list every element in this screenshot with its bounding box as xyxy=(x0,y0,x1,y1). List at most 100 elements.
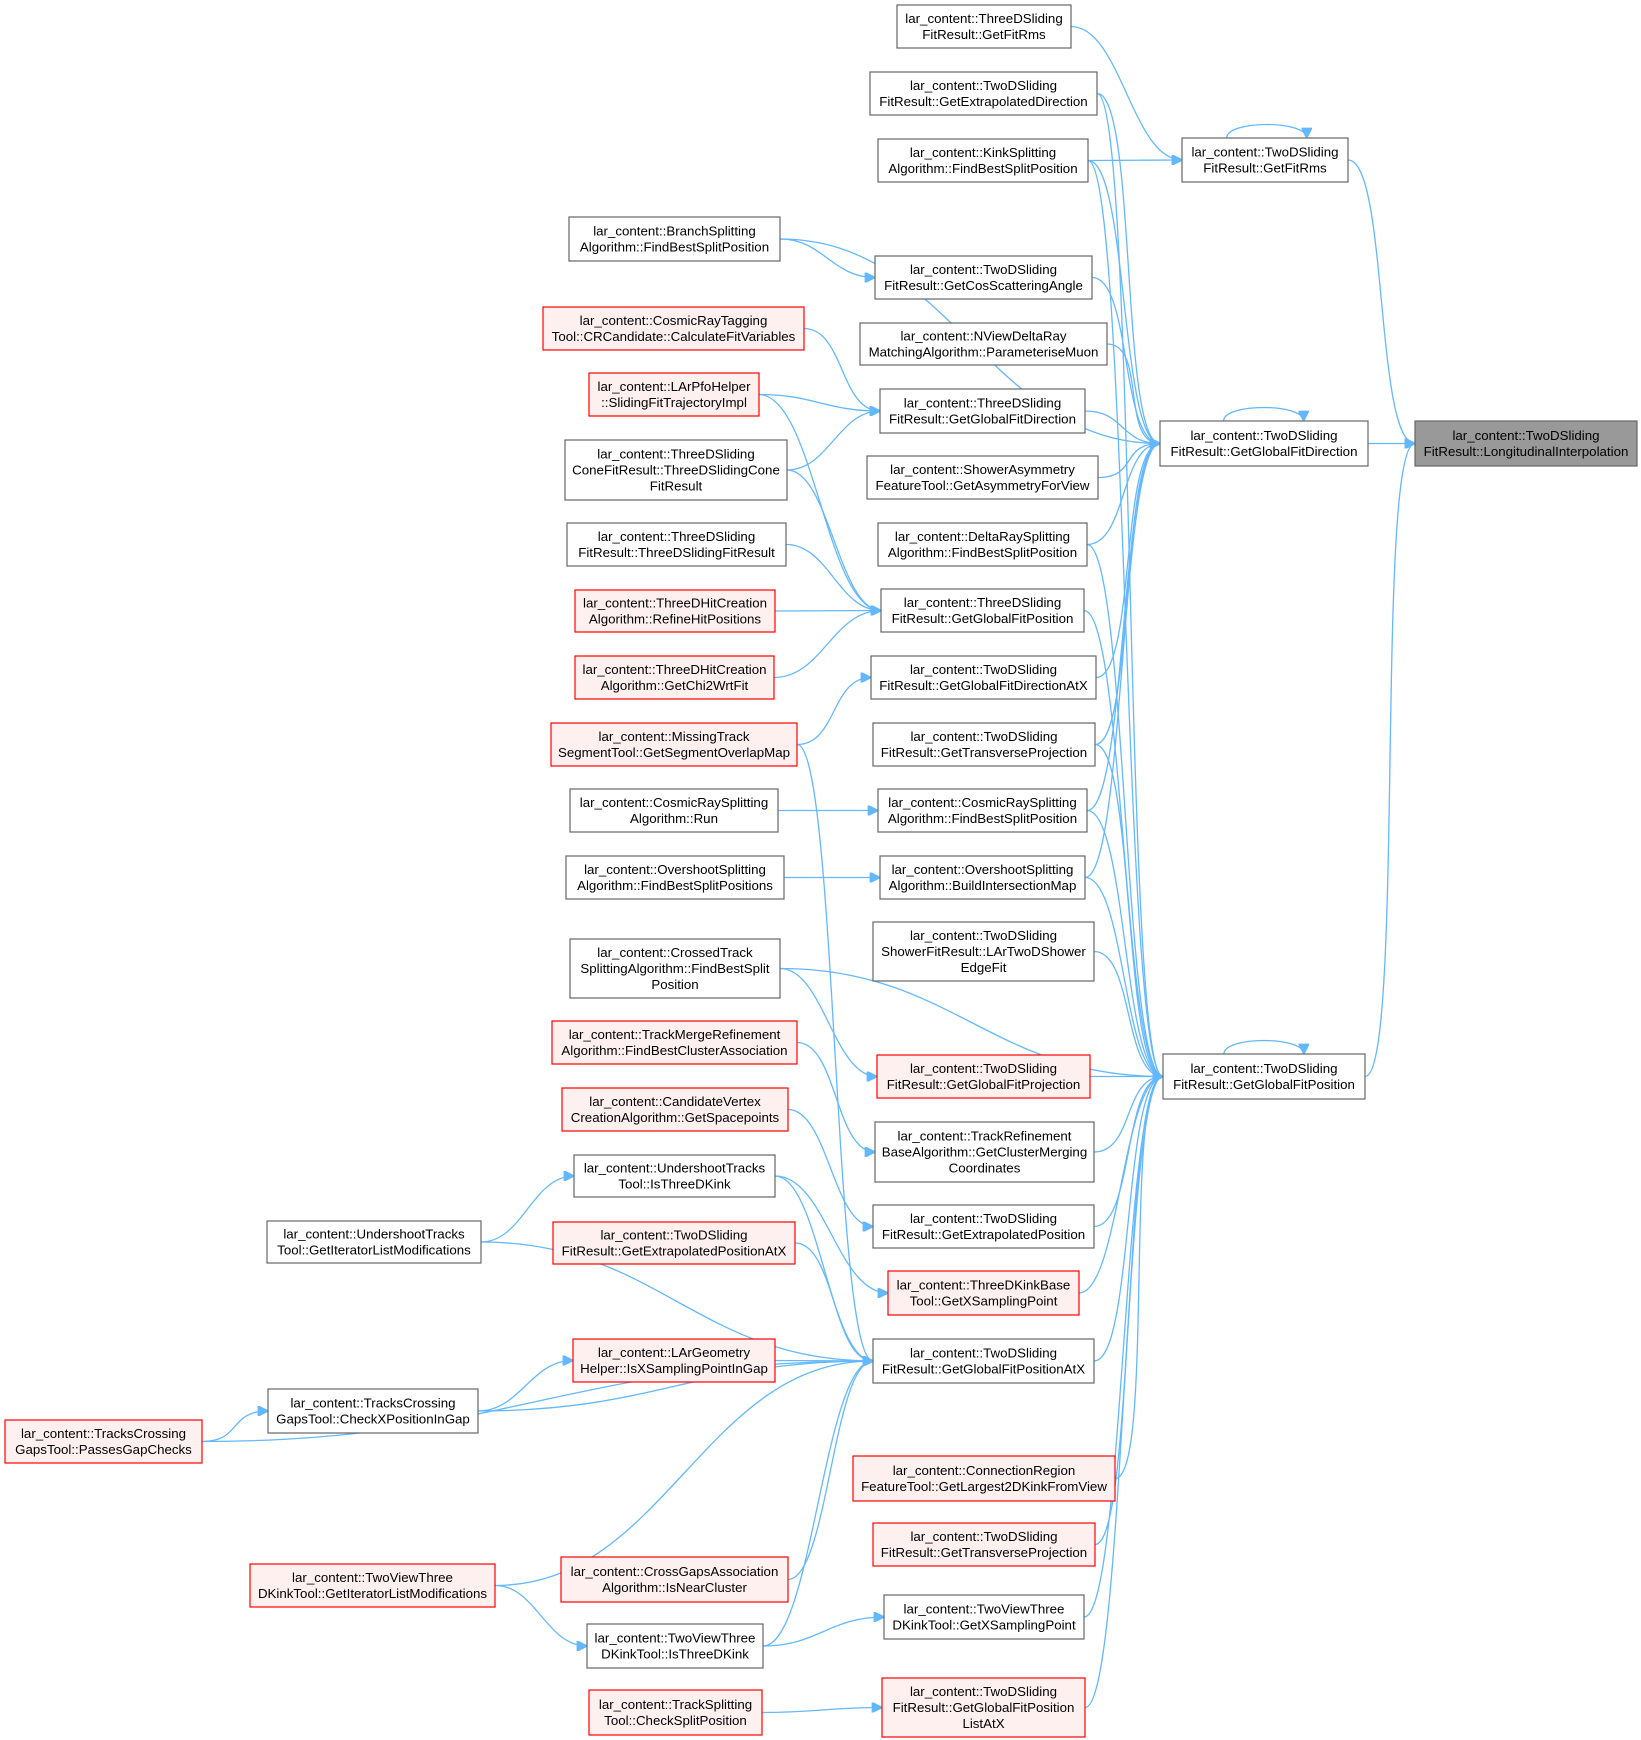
node-label-line: lar_content::TwoDSliding xyxy=(1452,428,1599,443)
node-get-global-fit-direction[interactable]: lar_content::TwoDSlidingFitResult::GetGl… xyxy=(1159,420,1369,467)
node-get-global-fit-position[interactable]: lar_content::TwoDSlidingFitResult::GetGl… xyxy=(1162,1053,1366,1100)
node-label-line: Helper::IsXSamplingPointInGap xyxy=(580,1361,768,1376)
node-get-extrapolated-position-at-x[interactable]: lar_content::TwoDSlidingFitResult::GetEx… xyxy=(552,1221,796,1265)
node-three-d-global-fit-position[interactable]: lar_content::ThreeDSlidingFitResult::Get… xyxy=(880,588,1085,633)
node-two-view-is-three-d-kink[interactable]: lar_content::TwoViewThreeDKinkTool::IsTh… xyxy=(586,1623,764,1669)
node-label-line: lar_content::TwoDSliding xyxy=(910,1346,1057,1361)
node-box xyxy=(879,388,1086,434)
edge-tracks-crossing-check-to-get-global-fit-position-at-x xyxy=(477,1361,873,1412)
node-get-transverse-projection[interactable]: lar_content::TwoDSlidingFitResult::GetTr… xyxy=(872,722,1096,767)
node-cross-gaps-is-near[interactable]: lar_content::CrossGapsAssociationAlgorit… xyxy=(560,1556,789,1603)
node-label-line: lar_content::KinkSplitting xyxy=(910,145,1056,160)
node-nview-parameterise[interactable]: lar_content::NViewDeltaRayMatchingAlgori… xyxy=(859,322,1108,366)
node-label-line: FitResult::GetExtrapolatedDirection xyxy=(879,94,1087,109)
node-label-line: FitResult::GetTransverseProjection xyxy=(881,1545,1087,1560)
node-kink-find-best-split[interactable]: lar_content::KinkSplittingAlgorithm::Fin… xyxy=(877,138,1089,183)
node-get-fit-rms2-d[interactable]: lar_content::TwoDSlidingFitResult::GetFi… xyxy=(1181,137,1349,183)
node-track-splitting-check[interactable]: lar_content::TrackSplittingTool::CheckSp… xyxy=(588,1689,763,1736)
node-box xyxy=(542,306,805,351)
node-refine-hit-positions[interactable]: lar_content::ThreeDHitCreationAlgorithm:… xyxy=(574,589,776,633)
node-tracks-crossing-check[interactable]: lar_content::TracksCrossingGapsTool::Che… xyxy=(267,1388,479,1434)
node-shower-asymmetry[interactable]: lar_content::ShowerAsymmetryFeatureTool:… xyxy=(866,455,1099,500)
node-get-global-fit-position-at-x[interactable]: lar_content::TwoDSlidingFitResult::GetGl… xyxy=(872,1338,1095,1384)
node-label-line: lar_content::CosmicRayTagging xyxy=(580,313,768,328)
node-label-line: Algorithm::FindBestSplitPosition xyxy=(888,161,1077,176)
node-cosmic-ray-find-best-split[interactable]: lar_content::CosmicRaySplittingAlgorithm… xyxy=(877,788,1088,833)
node-crossed-track-find-best-split[interactable]: lar_content::CrossedTrackSplittingAlgori… xyxy=(569,938,781,999)
node-box xyxy=(874,255,1093,300)
edge-refine-hit-positions-to-three-d-global-fit-position xyxy=(774,611,881,612)
node-two-view-get-x-sampling[interactable]: lar_content::TwoViewThreeDKinkTool::GetX… xyxy=(883,1594,1085,1640)
node-pfo-sliding-fit[interactable]: lar_content::LArPfoHelper::SlidingFitTra… xyxy=(588,372,760,417)
node-overshoot-build-intersection[interactable]: lar_content::OvershootSplittingAlgorithm… xyxy=(879,855,1086,900)
edge-three-d-cone-fit-result-to-three-d-global-fit-position xyxy=(786,469,881,611)
node-get-global-fit-position-list-at-x[interactable]: lar_content::TwoDSlidingFitResult::GetGl… xyxy=(881,1677,1086,1738)
node-get-cos-scattering-angle[interactable]: lar_content::TwoDSlidingFitResult::GetCo… xyxy=(874,255,1093,300)
node-label-line: lar_content::ThreeDKinkBase xyxy=(897,1278,1071,1293)
node-label-line: lar_content::TwoDSliding xyxy=(910,262,1057,277)
edge-get-extrapolated-direction-to-get-global-fit-direction xyxy=(1096,92,1160,444)
node-root[interactable]: lar_content::TwoDSlidingFitResult::Longi… xyxy=(1414,420,1638,467)
node-box xyxy=(574,655,775,700)
edge-two-view-get-x-sampling-to-get-global-fit-position xyxy=(1083,1077,1163,1618)
edge-kink-find-best-split-to-get-global-fit-position xyxy=(1087,159,1163,1077)
node-candidate-vertex[interactable]: lar_content::CandidateVertexCreationAlgo… xyxy=(561,1087,789,1132)
node-box xyxy=(870,655,1097,700)
node-box xyxy=(887,1270,1080,1316)
node-undershoot-get-iterator[interactable]: lar_content::UndershootTracksTool::GetIt… xyxy=(266,1220,482,1264)
edge-get-fit-rms2-d-to-get-fit-rms2-d xyxy=(1226,123,1307,139)
node-connection-region[interactable]: lar_content::ConnectionRegionFeatureTool… xyxy=(852,1455,1116,1502)
node-label-line: Position xyxy=(651,977,698,992)
node-delta-ray-find-best-split[interactable]: lar_content::DeltaRaySplittingAlgorithm:… xyxy=(877,522,1088,567)
node-branch-find-best-split[interactable]: lar_content::BranchSplittingAlgorithm::F… xyxy=(568,216,781,262)
node-cosmic-ray-split-run[interactable]: lar_content::CosmicRaySplittingAlgorithm… xyxy=(569,788,779,833)
node-label-line: lar_content::MissingTrack xyxy=(599,729,750,744)
node-box xyxy=(566,522,787,567)
node-get-transverse-projection-red[interactable]: lar_content::TwoDSlidingFitResult::GetTr… xyxy=(872,1522,1096,1567)
node-label-line: lar_content::ThreeDSliding xyxy=(597,447,754,462)
edge-tracks-crossing-passes-to-tracks-crossing-check xyxy=(201,1411,268,1443)
node-missing-track-segment[interactable]: lar_content::MissingTrackSegmentTool::Ge… xyxy=(550,722,798,767)
node-get-extrapolated-direction[interactable]: lar_content::TwoDSlidingFitResult::GetEx… xyxy=(869,71,1098,116)
node-label-line: Algorithm::FindBestSplitPositions xyxy=(577,878,773,893)
node-label-line: Tool::CheckSplitPosition xyxy=(604,1713,747,1728)
edge-get-global-fit-position-list-at-x-to-get-global-fit-position xyxy=(1084,1077,1163,1709)
node-lar-geometry-helper[interactable]: lar_content::LArGeometryHelper::IsXSampl… xyxy=(572,1338,776,1383)
node-get-global-fit-direction-at-x[interactable]: lar_content::TwoDSlidingFitResult::GetGl… xyxy=(870,655,1097,700)
node-label-line: lar_content::TwoDSliding xyxy=(910,1211,1057,1226)
node-three-d-global-fit-direction[interactable]: lar_content::ThreeDSlidingFitResult::Get… xyxy=(879,388,1086,434)
edge-three-d-ctor-to-three-d-global-fit-position xyxy=(785,543,881,611)
node-label-line: lar_content::TrackMergeRefinement xyxy=(569,1027,781,1042)
node-label-line: lar_content::ShowerAsymmetry xyxy=(890,462,1075,477)
node-label-line: ListAtX xyxy=(962,1716,1004,1731)
node-label-line: DKinkTool::IsThreeDKink xyxy=(601,1647,749,1662)
node-get-extrapolated-position[interactable]: lar_content::TwoDSlidingFitResult::GetEx… xyxy=(872,1204,1095,1249)
edge-pfo-sliding-fit-to-three-d-global-fit-direction xyxy=(758,393,880,412)
node-shower-edge-fit[interactable]: lar_content::TwoDSlidingShowerFitResult:… xyxy=(872,921,1095,982)
node-three-d-kink-base[interactable]: lar_content::ThreeDKinkBaseTool::GetXSam… xyxy=(887,1270,1080,1316)
node-tracks-crossing-passes[interactable]: lar_content::TracksCrossingGapsTool::Pas… xyxy=(4,1419,203,1464)
node-label-line: ::SlidingFitTrajectoryImpl xyxy=(601,395,747,410)
node-box xyxy=(266,1220,482,1264)
node-track-refinement-base[interactable]: lar_content::TrackRefinementBaseAlgorith… xyxy=(874,1121,1095,1183)
node-box xyxy=(564,439,788,501)
node-get-global-fit-projection[interactable]: lar_content::TwoDSlidingFitResult::GetGl… xyxy=(876,1054,1091,1099)
node-label-line: ConeFitResult::ThreeDSlidingCone xyxy=(572,463,780,478)
node-overshoot-find-best-splits[interactable]: lar_content::OvershootSplittingAlgorithm… xyxy=(565,855,785,900)
node-track-merge-refinement[interactable]: lar_content::TrackMergeRefinementAlgorit… xyxy=(551,1020,798,1065)
edge-undershoot-get-iterator-to-get-global-fit-position-at-x xyxy=(480,1241,873,1361)
node-get-fit-rms3-d[interactable]: lar_content::ThreeDSlidingFitResult::Get… xyxy=(896,4,1072,49)
node-cr-candidate[interactable]: lar_content::CosmicRayTaggingTool::CRCan… xyxy=(542,306,805,351)
node-label-line: FitResult::ThreeDSlidingFitResult xyxy=(578,545,775,560)
node-undershoot-is-three-d-kink[interactable]: lar_content::UndershootTracksTool::IsThr… xyxy=(573,1154,776,1198)
node-two-view-get-iterator[interactable]: lar_content::TwoViewThreeDKinkTool::GetI… xyxy=(249,1563,496,1608)
node-label-line: lar_content::NViewDeltaRay xyxy=(900,329,1066,344)
node-three-d-ctor[interactable]: lar_content::ThreeDSlidingFitResult::Thr… xyxy=(566,522,787,567)
node-label-line: lar_content::TwoDSliding xyxy=(910,662,1057,677)
node-label-line: Algorithm::FindBestSplitPosition xyxy=(580,240,769,255)
node-label-line: FitResult::GetCosScatteringAngle xyxy=(884,278,1083,293)
edge-get-fit-rms2-d-to-root xyxy=(1347,159,1415,444)
node-get-chi2-wrt-fit[interactable]: lar_content::ThreeDHitCreationAlgorithm:… xyxy=(574,655,775,700)
node-three-d-cone-fit-result[interactable]: lar_content::ThreeDSlidingConeFitResult:… xyxy=(564,439,788,501)
node-label-line: Algorithm::FindBestClusterAssociation xyxy=(561,1043,787,1058)
